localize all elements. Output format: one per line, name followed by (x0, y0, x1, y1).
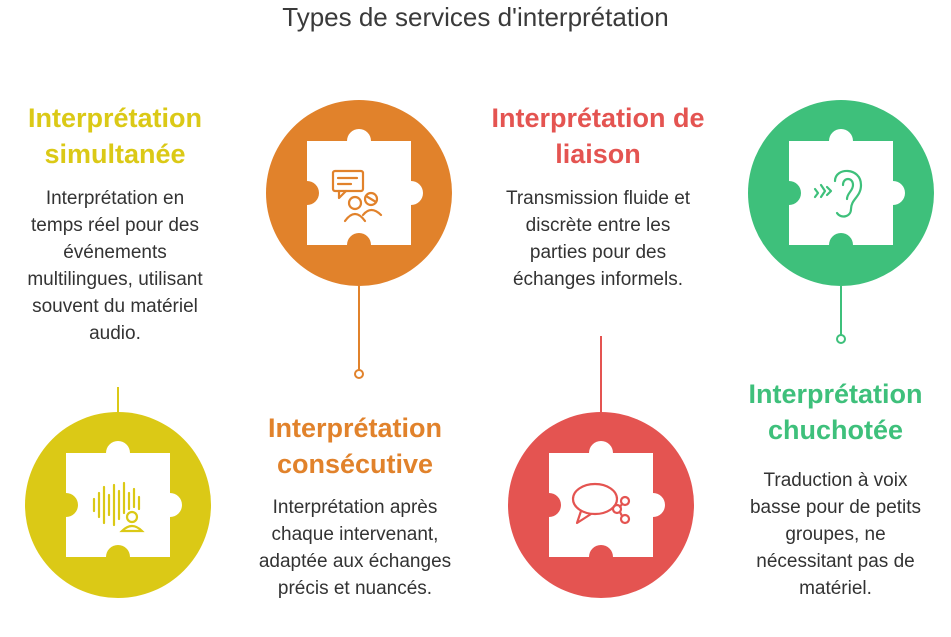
puzzle-piece-consecutive (307, 129, 423, 245)
title-consecutive: Interprétation consécutive (267, 413, 442, 479)
desc-liaison: Transmission fluide et discrète entre le… (505, 188, 691, 290)
title-liaison: Interprétation de liaison (491, 103, 705, 169)
title-simultanee: Interprétation simultanée (27, 103, 202, 169)
page-title: Types de services d'interprétation (282, 2, 669, 32)
puzzle-piece-liaison (549, 441, 665, 557)
ear-sound-icon (813, 169, 863, 218)
chat-share-icon (571, 482, 631, 525)
audio-wave-person-icon (92, 481, 145, 533)
speech-bubble-people-icon (331, 169, 383, 223)
connector-dot-consecutive (354, 369, 364, 379)
desc-simultanee: Interprétation en temps réel pour des év… (27, 188, 203, 344)
title-chuchotee: Interprétation chuchotée (748, 379, 923, 445)
desc-chuchotee: Traduction à voix basse pour de petits g… (749, 470, 922, 599)
connector-dot-chuchotee (836, 334, 846, 344)
connectors (117, 286, 846, 412)
puzzle-piece-chuchotee (789, 129, 905, 245)
desc-consecutive: Interprétation après chaque intervenant,… (258, 497, 452, 599)
